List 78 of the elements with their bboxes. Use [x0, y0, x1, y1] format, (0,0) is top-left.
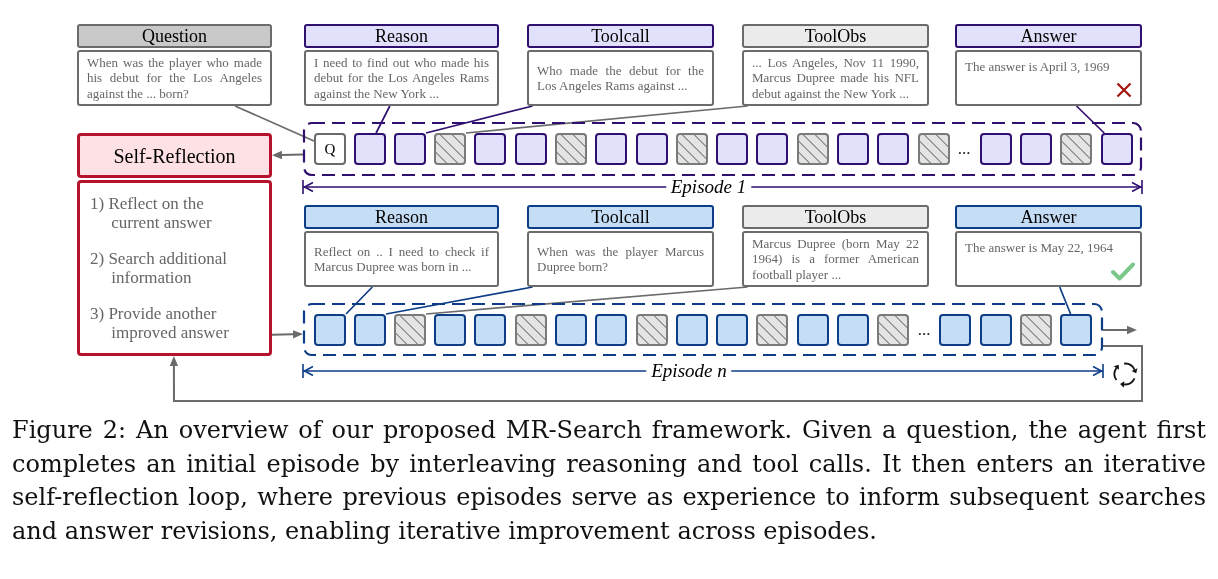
token-box [877, 133, 909, 165]
hatched-token [434, 133, 466, 165]
hatched-token [756, 314, 788, 346]
hatched-token [394, 314, 426, 346]
hatched-token [636, 314, 668, 346]
token-box [354, 133, 386, 165]
token-box [434, 314, 466, 346]
hatched-token [797, 133, 829, 165]
leader-line [465, 105, 749, 134]
feedback-arrow [169, 344, 1143, 402]
hatched-token [918, 133, 950, 165]
callout-text: When was the player who made his debut for the Los Angeles against the ... born? [87, 54, 262, 102]
leader-line [425, 286, 749, 315]
hatched-token [555, 133, 587, 165]
episode-frame [303, 122, 1142, 176]
ellipsis: ... [957, 140, 971, 157]
token-box [595, 133, 627, 165]
reflection-title: Self-Reflection [77, 133, 272, 178]
callout-title: Reason [304, 205, 499, 229]
callout-title: Toolcall [527, 205, 714, 229]
arrow [272, 150, 304, 160]
token-box [474, 314, 506, 346]
token-box [555, 314, 587, 346]
list-item: 3) Provide another improved answer [90, 304, 230, 342]
ellipsis: ... [917, 321, 931, 338]
hatched-token [515, 314, 547, 346]
token-box [595, 314, 627, 346]
arrow [1102, 325, 1137, 335]
callout-title: Reason [304, 24, 499, 48]
token-box [939, 314, 971, 346]
token-box: Q [314, 133, 346, 165]
token-box [797, 314, 829, 346]
token-box [716, 133, 748, 165]
hatched-token [877, 314, 909, 346]
leader-line [425, 105, 534, 134]
token-box [676, 314, 708, 346]
callout-text: When was the player Marcus Dupree born? [537, 243, 704, 275]
callout-title: ToolObs [742, 24, 929, 48]
callout-title: Question [77, 24, 272, 48]
token-box [394, 133, 426, 165]
leader-line [375, 105, 391, 134]
leader-line [1058, 286, 1072, 315]
token-box [474, 133, 506, 165]
callout-text: Who made the debut for the Los Angeles Rams against ... [537, 62, 704, 94]
list-item: 1) Reflect on the current answer [90, 194, 213, 232]
hatched-token [676, 133, 708, 165]
token-box [354, 314, 386, 346]
leader-line [234, 105, 315, 142]
leader-line [1075, 105, 1106, 134]
callout-text: ... Los Angeles, Nov 11 1990, Marcus Dupree made his NFL debut against the New York ... [752, 54, 919, 102]
callout-title: Toolcall [527, 24, 714, 48]
token-box [314, 314, 346, 346]
arrow [271, 330, 303, 339]
callout-title: ToolObs [742, 205, 929, 229]
token-box [1060, 314, 1092, 346]
token-box [515, 133, 547, 165]
callout-title: Answer [955, 24, 1142, 48]
figure-caption: Figure 2: An overview of our proposed MR-Search framework. Given a question, the agent first completes an initial episode by interleaving reasoning and tool calls. It then enters an iterative self-reflection loop, where previous episodes serve as experience to inform subsequent searches and answer revisions, enabling iterative improvement across episodes. [12, 415, 1206, 547]
token-box [636, 133, 668, 165]
token-box [1020, 133, 1052, 165]
callout-text: The answer is April 3, 1969 [965, 59, 1111, 75]
callout-text: Marcus Dupree (born May 22 1964) is a former American football player ... [752, 235, 919, 283]
list-item: 2) Search additional information [90, 249, 228, 287]
hatched-token [1020, 314, 1052, 346]
callout-title: Answer [955, 205, 1142, 229]
callout-text: I need to find out who made his debut for the Los Angeles Rams against the New York ... [314, 54, 489, 102]
leader-line [385, 286, 534, 315]
token-box [980, 133, 1012, 165]
token-box [716, 314, 748, 346]
callout-text: Reflect on .. I need to check if Marcus Dupree was born in ... [314, 243, 489, 275]
token-box [1101, 133, 1133, 165]
token-box [980, 314, 1012, 346]
token-box [837, 133, 869, 165]
episode-frame [303, 303, 1103, 356]
callout-text: The answer is May 22, 1964 [965, 240, 1115, 256]
hatched-token [1060, 133, 1092, 165]
token-box [756, 133, 788, 165]
token-box [837, 314, 869, 346]
